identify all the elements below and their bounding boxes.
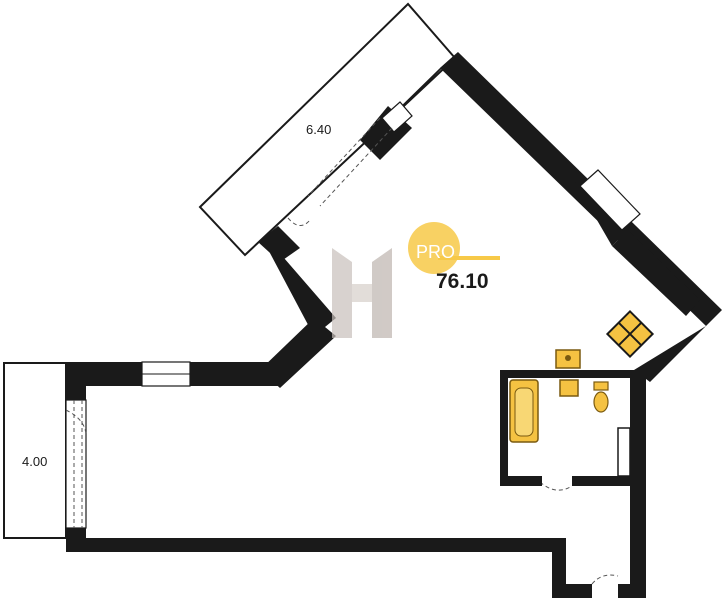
pro-badge-text: PRO <box>416 242 455 262</box>
door-swings <box>65 117 619 585</box>
area-badge: PRO 76.10 <box>408 222 500 293</box>
toilet-icon <box>593 381 609 413</box>
balcony-left-area: 4.00 <box>22 454 47 469</box>
balcony-left <box>3 362 67 539</box>
bathroom <box>500 370 646 486</box>
pro-badge-circle <box>408 222 460 274</box>
total-area: 76.10 <box>436 270 489 293</box>
sink-icon <box>555 349 581 397</box>
bathtub-icon <box>509 379 539 443</box>
logo-icon <box>332 248 392 338</box>
balcony-top-area: 6.40 <box>306 122 331 137</box>
windows <box>65 101 641 529</box>
stove-icon <box>605 309 655 359</box>
walls <box>66 52 722 598</box>
